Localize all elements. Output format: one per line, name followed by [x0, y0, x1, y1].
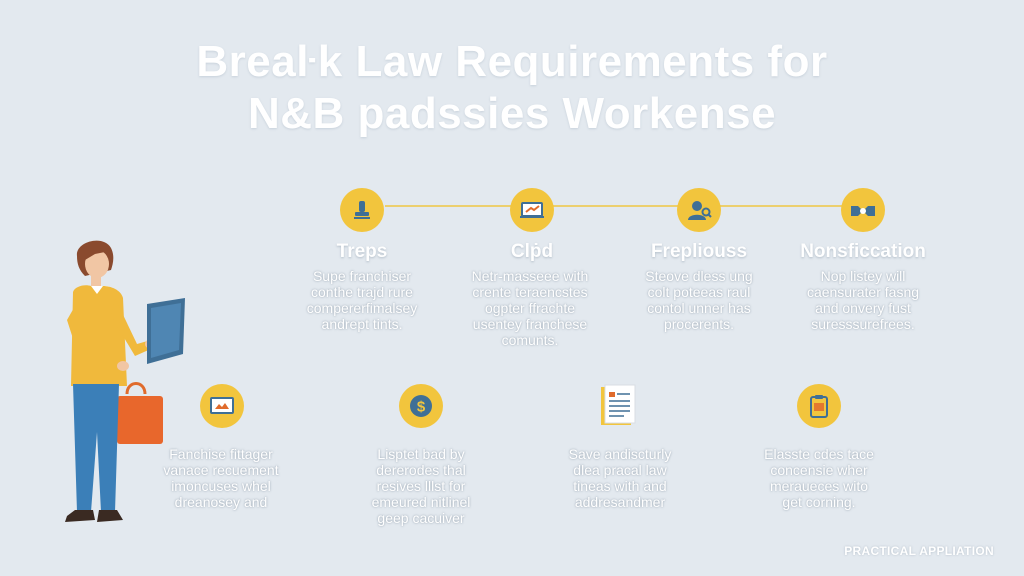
step-heading-3: Frepliouss	[650, 241, 748, 262]
handshake-icon	[841, 188, 885, 232]
step-heading-4: Nonsficcation	[800, 241, 926, 262]
bottom-description-3: Save andiscturly dlea pracal law tineas …	[568, 446, 672, 510]
step-description-1: Supe franchiser conthe trajd rure comper…	[306, 268, 418, 332]
bottom-description-2: Lisptet bad by dererodes thal resives ll…	[371, 446, 471, 526]
svg-text:$: $	[417, 399, 426, 416]
title-line-2: N&B padssies Workense	[247, 89, 777, 138]
person-illustration	[55, 236, 195, 541]
clipboard-icon	[797, 384, 841, 428]
step-description-4: Nop listey will caensurater fasng and on…	[806, 268, 920, 332]
footer-label: PRACTICAL APPLIATION	[844, 544, 994, 558]
step-heading-1: Treps	[336, 241, 388, 262]
person-search-icon	[677, 188, 721, 232]
stamp-icon	[340, 188, 384, 232]
step-description-3: Steove dless ung colt poteeas raul conto…	[645, 268, 753, 332]
title-line-1: Breaŀk Law Requirements for	[196, 37, 828, 86]
page-title: Breaŀk Law Requirements for N&B padssies…	[0, 36, 1024, 140]
step-heading-2: Clṗd	[510, 241, 554, 262]
bottom-description-4: Elasste cdes tace concensie wher merauec…	[764, 446, 874, 510]
timeline-connector	[385, 205, 855, 207]
monitor-icon	[200, 384, 244, 428]
document-icon	[598, 383, 638, 429]
dollar-coin-icon: $	[399, 384, 443, 428]
bottom-description-1: Fanchise fittager vanace recuement imonc…	[163, 446, 279, 510]
laptop-icon	[510, 188, 554, 232]
step-description-2: Netr-masseee with crente teraencstes ogp…	[471, 268, 589, 348]
